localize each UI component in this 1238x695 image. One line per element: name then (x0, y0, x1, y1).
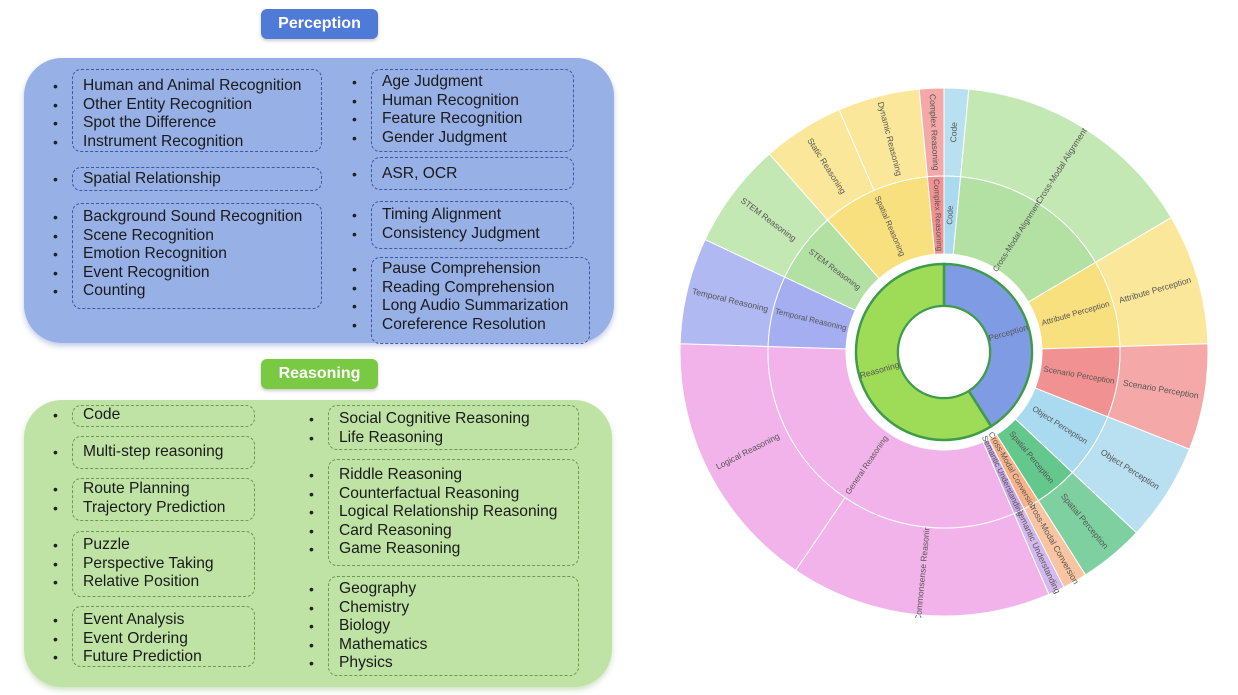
perception-group-6: Timing AlignmentConsistency Judgment (352, 201, 574, 249)
category-item: Puzzle (53, 536, 254, 555)
category-item: Pause Comprehension (352, 260, 589, 279)
category-item: Long Audio Summarization (352, 297, 589, 316)
category-item: Emotion Recognition (53, 245, 321, 264)
reasoning-group-1: Code (53, 405, 255, 427)
category-item: Game Reasoning (309, 540, 578, 559)
category-item: Perspective Taking (53, 555, 254, 574)
category-item: Instrument Recognition (53, 133, 321, 152)
category-item: Timing Alignment (352, 206, 573, 225)
category-item: Other Entity Recognition (53, 96, 321, 115)
category-item: Spot the Difference (53, 114, 321, 133)
category-item: Logical Relationship Reasoning (309, 503, 578, 522)
category-item: Social Cognitive Reasoning (309, 410, 578, 429)
category-item: Biology (309, 617, 578, 636)
reasoning-panel: Code Multi-step reasoning Route Planning… (24, 400, 612, 687)
reasoning-group-2: Multi-step reasoning (53, 436, 255, 469)
category-item: Human Recognition (352, 92, 573, 111)
outer-ring-label: Code (948, 122, 959, 143)
category-item: Relative Position (53, 573, 254, 592)
category-item: Gender Judgment (352, 129, 573, 148)
reasoning-group-4: PuzzlePerspective TakingRelative Positio… (53, 531, 255, 597)
category-item: Reading Comprehension (352, 279, 589, 298)
perception-group-4: Age JudgmentHuman RecognitionFeature Rec… (352, 69, 574, 152)
category-item: Event Recognition (53, 264, 321, 283)
category-item: Consistency Judgment (352, 225, 573, 244)
category-item: Human and Animal Recognition (53, 77, 321, 96)
category-item: Scene Recognition (53, 227, 321, 246)
category-item: Riddle Reasoning (309, 466, 578, 485)
category-item: Coreference Resolution (352, 316, 589, 335)
perception-group-1: Human and Animal RecognitionOther Entity… (53, 69, 322, 152)
middle-ring-segment (767, 345, 1015, 529)
perception-panel: Human and Animal RecognitionOther Entity… (24, 58, 614, 344)
category-item: ASR, OCR (352, 165, 573, 184)
category-item: Card Reasoning (309, 522, 578, 541)
perception-group-2: Spatial Relationship (53, 167, 322, 191)
reasoning-group-6: Social Cognitive ReasoningLife Reasoning (309, 405, 579, 450)
category-item: Trajectory Prediction (53, 499, 254, 518)
reasoning-group-5: Event AnalysisEvent OrderingFuture Predi… (53, 606, 255, 667)
category-item: Code (53, 406, 254, 425)
sunburst-center-hole (897, 305, 991, 399)
category-item: Age Judgment (352, 73, 573, 92)
category-item: Life Reasoning (309, 429, 578, 448)
category-item: Route Planning (53, 480, 254, 499)
perception-group-5: ASR, OCR (352, 157, 574, 190)
category-item: Future Prediction (53, 648, 254, 667)
category-item: Event Analysis (53, 611, 254, 630)
outer-ring-label: Complex Reasoning (928, 94, 942, 171)
category-item: Physics (309, 654, 578, 673)
reasoning-group-7: Riddle ReasoningCounterfactual Reasoning… (309, 459, 579, 566)
reasoning-group-3: Route PlanningTrajectory Prediction (53, 478, 255, 521)
category-item: Background Sound Recognition (53, 208, 321, 227)
reasoning-title: Reasoning (261, 359, 378, 389)
category-item: Event Ordering (53, 630, 254, 649)
category-item: Geography (309, 580, 578, 599)
category-item: Multi-step reasoning (53, 443, 254, 462)
category-item: Spatial Relationship (53, 170, 321, 189)
category-item: Chemistry (309, 599, 578, 618)
category-item: Mathematics (309, 636, 578, 655)
perception-group-7: Pause ComprehensionReading Comprehension… (352, 257, 590, 344)
perception-title: Perception (261, 9, 378, 39)
middle-ring-segment (926, 175, 945, 255)
middle-ring-label: Complex Reasoning (932, 179, 944, 251)
reasoning-group-8: GeographyChemistryBiologyMathematicsPhys… (309, 576, 579, 676)
category-item: Feature Recognition (352, 110, 573, 129)
category-item: Counting (53, 282, 321, 301)
middle-ring-label: Code (945, 205, 955, 225)
category-item: Counterfactual Reasoning (309, 485, 578, 504)
perception-group-3: Background Sound RecognitionScene Recogn… (53, 203, 322, 309)
